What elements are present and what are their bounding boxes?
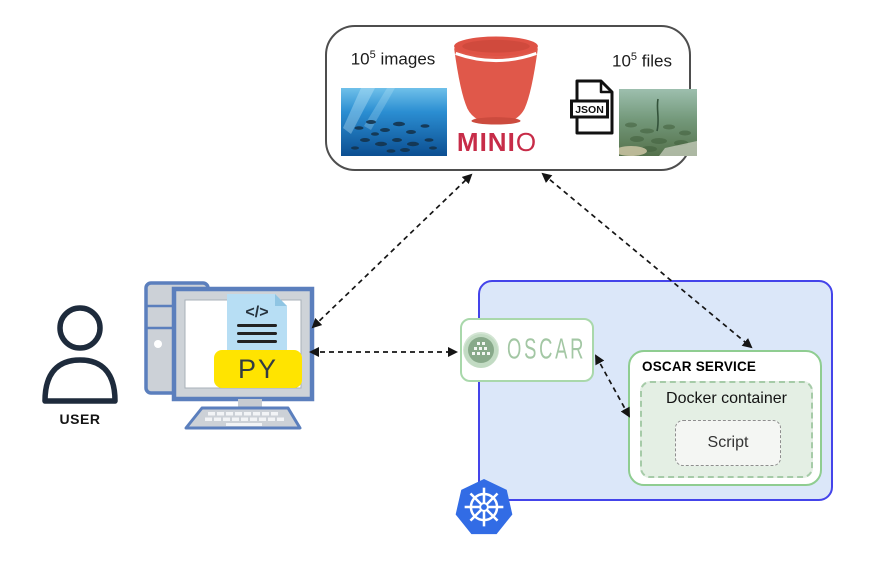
kubernetes-helm-icon (455, 478, 513, 535)
images-count-word: images (375, 49, 436, 69)
script-box: Script (675, 420, 781, 466)
minio-wordmark-i: I (507, 127, 516, 157)
files-count-base: 10 (611, 51, 631, 71)
images-count-label: 105 images (335, 49, 451, 70)
files-count-word: files (637, 51, 672, 71)
oscar-logo-icon (462, 332, 499, 368)
py-label: PY (238, 354, 278, 384)
minio-storage-panel: 105 images 105 files (325, 25, 697, 171)
user-icon (42, 305, 118, 404)
json-file-icon: JSON (570, 79, 614, 135)
code-glyph: </> (245, 304, 268, 321)
json-badge-text: JSON (575, 104, 604, 116)
seagrass-seabed-photo (619, 89, 697, 156)
docker-container-box: Docker container Script (640, 381, 813, 478)
oscar-service-title: OSCAR SERVICE (642, 359, 757, 374)
minio-wordmark-min: MIN (456, 127, 508, 157)
desktop-computer-icon: </> PY (144, 281, 315, 430)
oscar-service-box: OSCAR SERVICE Docker container Script (628, 350, 822, 486)
files-count-exponent: 5 (630, 51, 638, 63)
minio-wordmark: MINIO (447, 127, 547, 158)
underwater-fish-photo (341, 88, 447, 156)
oscar-logo-text: OSCAR (506, 333, 587, 366)
minio-wordmark-o: O (515, 127, 538, 157)
images-count-exponent: 5 (369, 49, 376, 61)
script-label: Script (707, 434, 749, 451)
docker-container-label: Docker container (666, 390, 787, 407)
user-label: USER (59, 411, 101, 427)
oscar-platform-box: OSCAR (460, 318, 594, 382)
minio-bucket-icon (454, 36, 538, 125)
python-file-icon: </> PY (214, 294, 302, 388)
files-count-label: 105 files (599, 51, 685, 72)
images-count-base: 10 (350, 49, 370, 69)
